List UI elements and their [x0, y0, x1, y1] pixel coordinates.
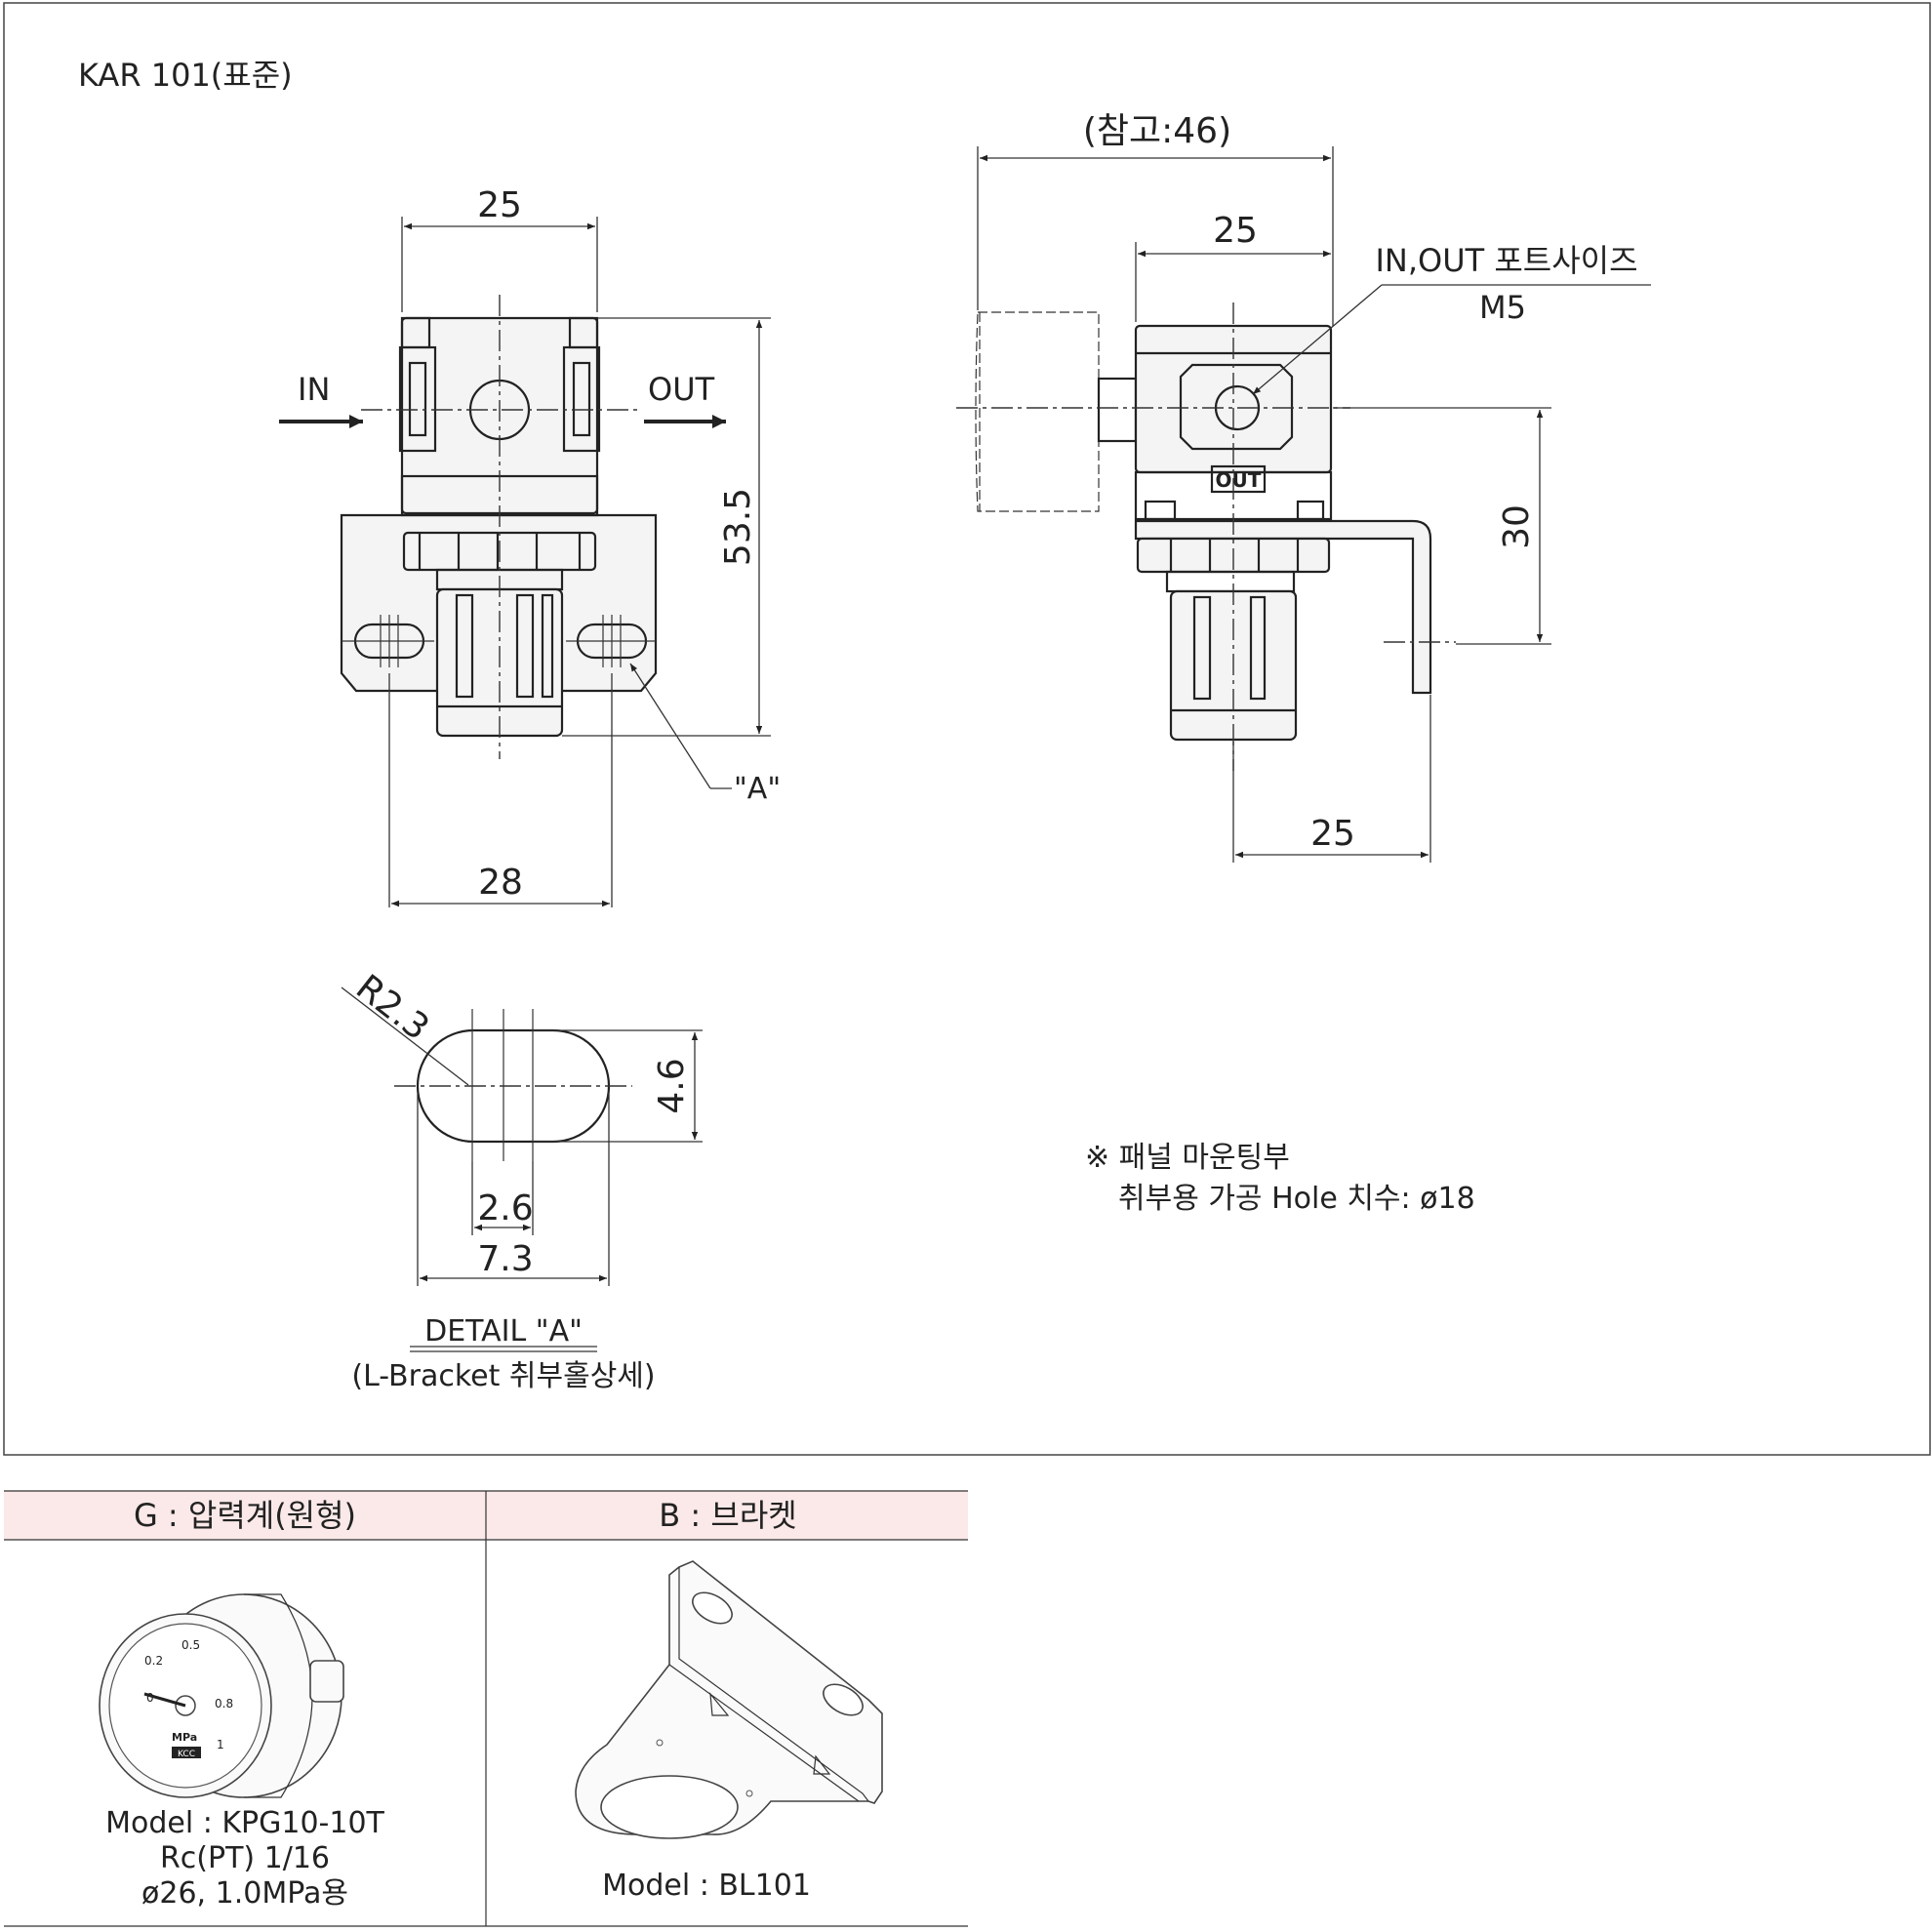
side-bracket-dim: 25 — [1310, 814, 1355, 854]
gauge-scale-1: 1 — [217, 1738, 224, 1751]
gauge-brand: KCC — [178, 1750, 195, 1759]
detail-a-view: R2.3 4.6 2.6 7.3 DETAIL "A" (L-Bracket 취… — [341, 967, 703, 1393]
detail-radius-leader — [341, 986, 469, 1086]
front-right-port-slot — [562, 345, 601, 453]
detail-a-reference: "A" — [734, 772, 781, 806]
front-left-port-slot — [398, 345, 437, 453]
gauge-model-line-1: Model : KPG10-10T — [105, 1806, 384, 1840]
detail-radius: R2.3 — [348, 967, 436, 1048]
gauge-scale-02: 0.2 — [144, 1654, 163, 1668]
port-size-label: IN,OUT 포트사이즈 — [1375, 242, 1637, 279]
port-size-leader — [1252, 284, 1383, 395]
detail-outer-dim: 7.3 — [477, 1239, 533, 1279]
side-gauge — [975, 311, 1100, 512]
bracket-illustration — [575, 1560, 883, 1839]
detail-title: DETAIL "A" — [424, 1314, 583, 1348]
gauge-scale-0: 0 — [146, 1691, 154, 1705]
bracket-column-header: B : 브라켓 — [659, 1497, 796, 1534]
side-view: OUT (참고:46) 25 IN,OUT 포트사이즈 — [956, 111, 1651, 863]
gauge-scale-08: 0.8 — [215, 1697, 233, 1711]
detail-subtitle: (L-Bracket 취부홀상세) — [351, 1359, 655, 1393]
panel-mount-note-1: ※ 패널 마운팅부 — [1085, 1141, 1290, 1175]
side-height-dim: 30 — [1497, 504, 1537, 549]
side-out-mark — [1210, 464, 1267, 494]
front-width-dim: 25 — [477, 185, 522, 225]
detail-a-leader — [629, 663, 711, 789]
gauge-model-line-3: ø26, 1.0MPa용 — [141, 1876, 348, 1911]
port-size-value: M5 — [1479, 289, 1526, 326]
side-width-dim: 25 — [1213, 211, 1258, 251]
out-label: OUT — [648, 371, 715, 408]
detail-height-dim: 4.6 — [652, 1058, 692, 1113]
front-hole-pitch-dim: 28 — [478, 863, 523, 903]
detail-inner-dim: 2.6 — [477, 1188, 533, 1228]
gauge-scale-05: 0.5 — [181, 1638, 200, 1652]
side-overall-dim: (참고:46) — [1083, 111, 1231, 151]
drawing-frame — [3, 2, 1931, 1456]
side-port-hex — [1179, 363, 1294, 451]
front-view: IN OUT 25 53.5 28 "A" — [279, 185, 781, 907]
gauge-model-line-2: Rc(PT) 1/16 — [160, 1841, 330, 1875]
in-label: IN — [298, 371, 330, 408]
panel-mount-note-2: 취부용 가공 Hole 치수: ø18 — [1118, 1182, 1475, 1216]
gauge-column-header: G : 압력계(원형) — [134, 1497, 356, 1534]
pressure-gauge-illustration: 0 0.2 0.5 0.8 1 MPa KCC — [99, 1593, 344, 1798]
front-height-dim: 53.5 — [718, 488, 758, 566]
bracket-model: Model : BL101 — [602, 1869, 811, 1903]
options-table: G : 압력계(원형) B : 브라켓 0 0.2 0.5 0.8 1 MPa … — [4, 1490, 968, 1927]
gauge-unit: MPa — [172, 1731, 197, 1744]
drawing-title: KAR 101(표준) — [78, 57, 293, 94]
